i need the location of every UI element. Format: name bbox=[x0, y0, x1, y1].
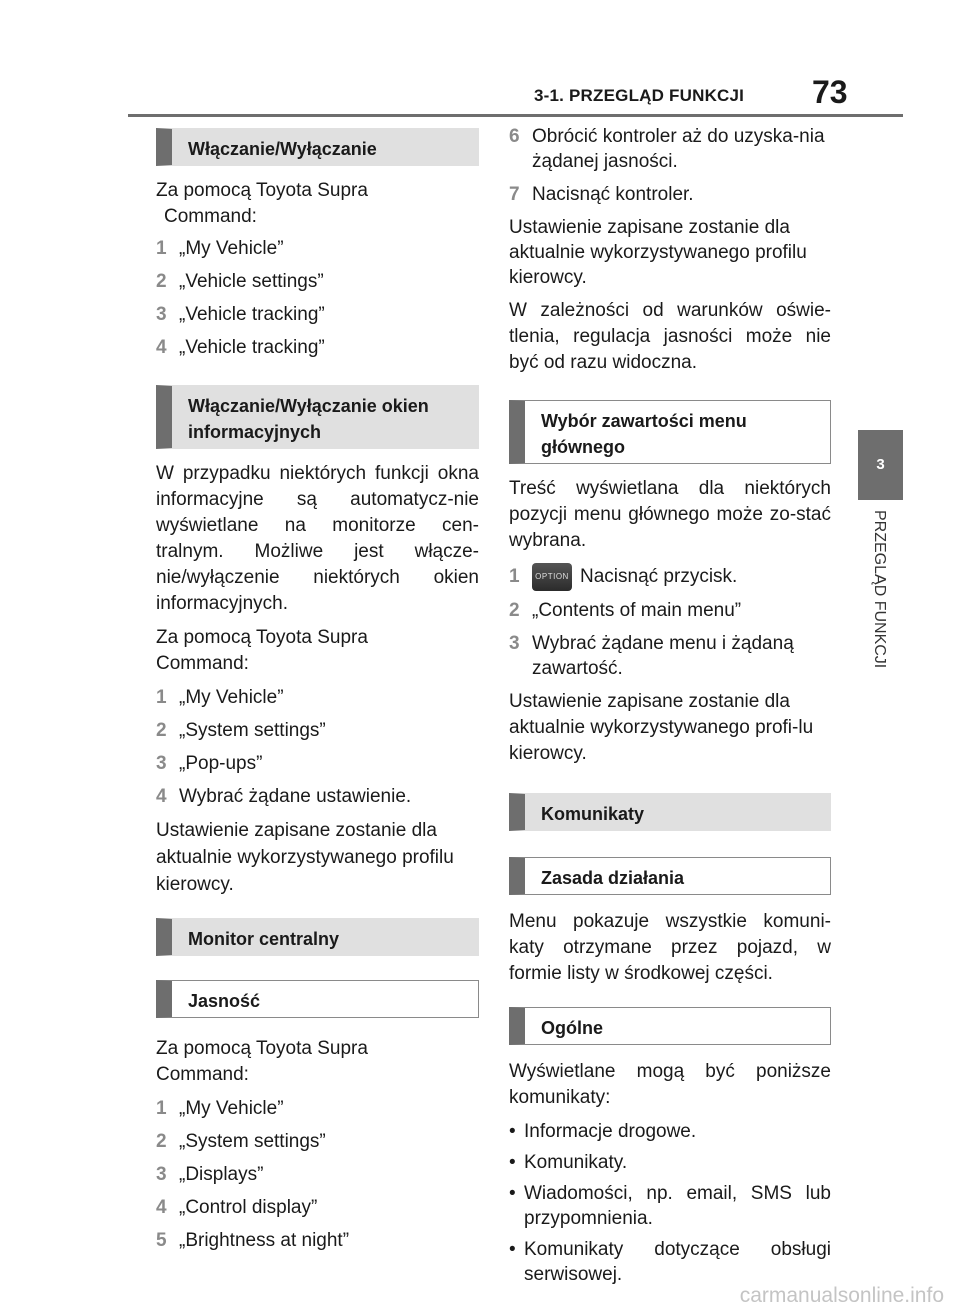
bullet-item: •Wiadomości, np. email, SMS lub przypomn… bbox=[509, 1183, 831, 1229]
section-heading-wlaczanie: Włączanie/Wyłączanie bbox=[156, 128, 479, 166]
bullet-text: Informacje drogowe. bbox=[524, 1121, 697, 1142]
subsection-heading-zasada: Zasada działania bbox=[509, 857, 831, 895]
step-text: „Control display” bbox=[179, 1197, 318, 1218]
paragraph: Za pomocą Toyota Supra Command: bbox=[156, 627, 368, 674]
subsection-heading-menu-glowne: Wybór zawartości menu głównego bbox=[509, 400, 831, 464]
step-item: 3„Pop-ups” bbox=[156, 753, 263, 774]
header-rule bbox=[128, 114, 903, 117]
step-item: 2„System settings” bbox=[156, 720, 326, 741]
step-text: „My Vehicle” bbox=[179, 1098, 284, 1119]
step-item: 4„Vehicle tracking” bbox=[156, 337, 325, 358]
step-text: „System settings” bbox=[179, 720, 326, 741]
step-item: 1„My Vehicle” bbox=[156, 238, 284, 259]
paragraph: Wyświetlane mogą być poniższe komunikaty… bbox=[509, 1061, 831, 1108]
step-text: „Vehicle tracking” bbox=[179, 304, 325, 325]
paragraph: Za pomocą Toyota Supra Command: bbox=[156, 178, 479, 230]
paragraph: Menu pokazuje wszystkie komuni-katy otrz… bbox=[509, 911, 831, 984]
chapter-tab-number: 3 bbox=[858, 430, 903, 500]
step-text: „My Vehicle” bbox=[179, 687, 284, 708]
step-item: 5„Brightness at night” bbox=[156, 1230, 350, 1251]
bullet-text: Komunikaty dotyczące obsługi serwisowej. bbox=[524, 1239, 831, 1285]
step-text: Obrócić kontroler aż do uzyska-nia żądan… bbox=[532, 126, 825, 172]
bullet-text: Komunikaty. bbox=[524, 1152, 628, 1173]
step-text: Nacisnąć kontroler. bbox=[532, 184, 694, 205]
paragraph: W zależności od warunków oświe-tlenia, r… bbox=[509, 300, 831, 373]
step-text: Nacisnąć przycisk. bbox=[580, 566, 738, 587]
subsection-heading-ogolne: Ogólne bbox=[509, 1007, 831, 1045]
bullet-item: •Komunikaty dotyczące obsługi serwisowej… bbox=[509, 1239, 831, 1285]
step-text: „Brightness at night” bbox=[179, 1230, 350, 1251]
step-text: Wybrać żądane menu i żądaną zawartość. bbox=[532, 633, 794, 679]
chapter-tab-label-text: PRZEGLĄD FUNKCJI bbox=[871, 510, 888, 669]
watermark: carmanualsonline.info bbox=[739, 1284, 944, 1307]
step-item: 3„Displays” bbox=[156, 1164, 264, 1185]
subsection-heading-jasnosc: Jasność bbox=[156, 980, 479, 1018]
intro-line-2: Command: bbox=[164, 206, 257, 227]
bullet-item: •Komunikaty. bbox=[509, 1152, 628, 1173]
step-item: 3„Vehicle tracking” bbox=[156, 304, 325, 325]
step-text: „Contents of main menu” bbox=[532, 600, 742, 621]
section-heading-okna: Włączanie/Wyłączanie okien informacyjnyc… bbox=[156, 385, 479, 449]
section-heading-monitor: Monitor centralny bbox=[156, 918, 479, 956]
step-text: Wybrać żądane ustawienie. bbox=[179, 786, 412, 807]
step-text: „Pop-ups” bbox=[179, 753, 263, 774]
paragraph: Treść wyświetlana dla niektórych pozycji… bbox=[509, 478, 831, 551]
paragraph: Ustawienie zapisane zostanie dla aktualn… bbox=[509, 691, 814, 764]
intro-line-1: Za pomocą Toyota Supra bbox=[156, 180, 368, 201]
bullet-text: Wiadomości, np. email, SMS lub przypomni… bbox=[524, 1183, 831, 1229]
step-item: 2„System settings” bbox=[156, 1131, 326, 1152]
step-text: „Vehicle settings” bbox=[179, 271, 324, 292]
section-heading-komunikaty: Komunikaty bbox=[509, 793, 831, 831]
paragraph: Za pomocą Toyota Supra Command: bbox=[156, 1038, 368, 1085]
step-text: „My Vehicle” bbox=[179, 238, 284, 259]
step-text: „Vehicle tracking” bbox=[179, 337, 325, 358]
step-item: 2„Vehicle settings” bbox=[156, 271, 324, 292]
paragraph: Ustawienie zapisane zostanie dla aktualn… bbox=[509, 217, 807, 288]
step-item: 2„Contents of main menu” bbox=[509, 600, 742, 621]
paragraph: Ustawienie zapisane zostanie dla aktualn… bbox=[156, 820, 454, 895]
option-button-icon: OPTION bbox=[532, 562, 572, 591]
bullet-item: •Informacje drogowe. bbox=[509, 1121, 697, 1142]
step-item: 1„My Vehicle” bbox=[156, 1098, 284, 1119]
step-text: „Displays” bbox=[179, 1164, 264, 1185]
step-item: 4„Control display” bbox=[156, 1197, 318, 1218]
step-item: 1„My Vehicle” bbox=[156, 687, 284, 708]
running-header-title: 3-1. PRZEGLĄD FUNKCJI bbox=[534, 86, 745, 105]
left-column: Włączanie/Wyłączanie Za pomocą Toyota Su… bbox=[156, 128, 479, 1253]
step-text: „System settings” bbox=[179, 1131, 326, 1152]
page-number: 73 bbox=[812, 74, 848, 110]
paragraph: W przypadku niektórych funkcji okna info… bbox=[156, 463, 479, 614]
